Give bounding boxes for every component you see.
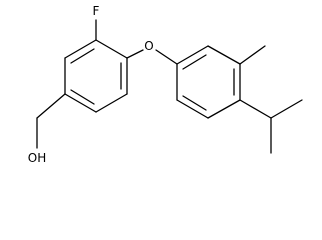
bond [95,39,128,59]
bond [176,45,209,65]
bond [207,45,241,65]
methyl-bond [239,45,266,65]
fluorine-label: F [93,4,100,18]
double-bond-inner [70,48,95,64]
ether-oxygen-label: O [144,39,153,53]
c-o-bond-right [155,49,178,65]
bond [64,39,97,59]
hydroxyl-label: OH [28,151,46,165]
bond [176,99,209,119]
isopropyl-ch-bond [239,99,272,119]
bond [207,99,241,119]
double-bond-inner [70,89,95,105]
double-bond-inner [182,95,207,111]
c-ch2-bond [36,93,66,119]
bond [64,93,97,113]
left-benzene-ring [64,39,128,113]
c-o-bond-left [126,49,144,59]
bond [95,93,128,113]
isopropyl-methyl-bond-1 [270,99,303,119]
molecule-structure: F OH O [28,4,303,165]
right-benzene-ring [176,45,241,119]
double-bond-inner [182,54,207,70]
